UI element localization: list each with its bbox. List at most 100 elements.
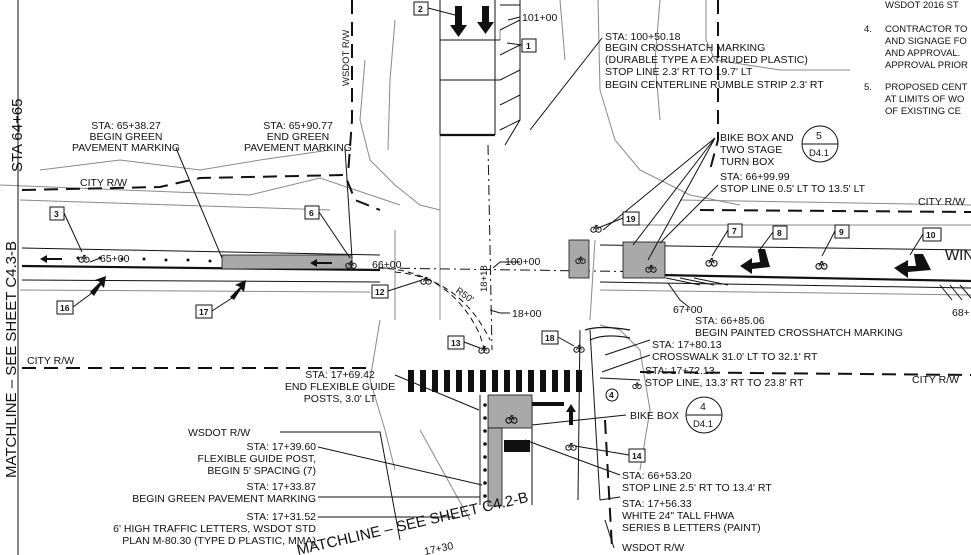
svg-text:9: 9 (839, 227, 844, 237)
detail-reference-bubble-icon: 5 D4.1 (801, 125, 839, 163)
matchline-left: MATCHLINE – SEE SHEET C4.3-B (3, 241, 20, 478)
svg-text:5: 5 (816, 130, 822, 142)
tag-3: 3 (49, 206, 83, 253)
svg-text:4: 4 (609, 390, 614, 400)
svg-text:4.: 4. (864, 24, 872, 35)
tag-8: 8 (757, 225, 788, 253)
svg-text:CITY R/W: CITY R/W (80, 177, 127, 189)
svg-text:D4.1: D4.1 (693, 419, 713, 430)
svg-text:4: 4 (700, 401, 706, 413)
callout-c13: STA: 17+31.52 6' HIGH TRAFFIC LETTERS, W… (113, 511, 316, 547)
lane-arrow-icon (40, 255, 62, 263)
bicycle-symbol-icon (590, 224, 602, 233)
svg-text:TURN BOX: TURN BOX (720, 156, 774, 168)
svg-text:10: 10 (926, 230, 936, 240)
leader-lines (89, 16, 719, 549)
svg-text:OF EXISTING CE: OF EXISTING CE (885, 106, 961, 117)
svg-text:BIKE BOX AND: BIKE BOX AND (720, 132, 794, 144)
lane-arrow-icon (740, 249, 770, 274)
svg-text:STA: 17+72.13: STA: 17+72.13 (645, 365, 715, 377)
callout-c1: STA: 100+50.18 BEGIN CROSSHATCH MARKING … (605, 31, 824, 91)
svg-text:BEGIN CROSSHATCH MARKING: BEGIN CROSSHATCH MARKING (605, 42, 765, 54)
svg-text:5.: 5. (864, 82, 872, 93)
tag-4: 4 (605, 388, 619, 402)
svg-text:AT LIMITS OF WO: AT LIMITS OF WO (885, 94, 964, 105)
tag-1: 1 (506, 38, 537, 53)
tag-17: 17 (195, 297, 233, 319)
svg-text:STOP LINE, 13.3' RT TO 23.8' R: STOP LINE, 13.3' RT TO 23.8' RT (645, 377, 804, 389)
lane-arrow-icon (477, 6, 494, 34)
svg-text:CONTRACTOR TO: CONTRACTOR TO (885, 24, 967, 35)
lane-arrow-icon (90, 276, 106, 296)
svg-text:BEGIN PAINTED CROSSHATCH MARKI: BEGIN PAINTED CROSSHATCH MARKING (695, 327, 903, 339)
svg-text:STOP LINE 2.3' RT TO 19.7' LT: STOP LINE 2.3' RT TO 19.7' LT (605, 66, 753, 78)
station-18-00: 18+00 (512, 308, 542, 320)
callout-c6: STA: 66+85.06 BEGIN PAINTED CROSSHATCH M… (695, 315, 903, 339)
svg-text:STOP LINE 0.5' LT TO 13.5' LT: STOP LINE 0.5' LT TO 13.5' LT (720, 183, 866, 195)
svg-text:STA: 66+85.06: STA: 66+85.06 (695, 315, 765, 327)
svg-text:STA: 17+69.42: STA: 17+69.42 (305, 369, 375, 381)
svg-text:APPROVAL PRIOR: APPROVAL PRIOR (885, 60, 968, 71)
svg-text:STA: 17+56.33: STA: 17+56.33 (622, 498, 692, 510)
callout-c5: STA: 66+99.99 STOP LINE 0.5' LT TO 13.5'… (720, 171, 866, 195)
tag-18: 18 (541, 330, 575, 347)
tag-6: 6 (304, 205, 351, 259)
svg-text:STA: 17+31.52: STA: 17+31.52 (246, 511, 316, 523)
svg-text:STA: 65+38.27: STA: 65+38.27 (91, 120, 161, 132)
svg-text:7: 7 (732, 226, 737, 236)
svg-text:CITY R/W: CITY R/W (918, 196, 965, 208)
svg-text:AND APPROVAL.: AND APPROVAL. (885, 48, 960, 59)
station-18-18: 18+18 (479, 265, 490, 292)
callout-c11: STA: 17+39.60 FLEXIBLE GUIDE POST, BEGIN… (198, 441, 317, 477)
svg-text:8: 8 (777, 228, 782, 238)
crosswalk (408, 370, 582, 406)
svg-text:AND SIGNAGE FO: AND SIGNAGE FO (885, 36, 967, 47)
svg-text:17: 17 (199, 307, 209, 317)
svg-text:PAVEMENT MARKING: PAVEMENT MARKING (72, 142, 180, 154)
callout-c14: STA: 66+53.20 STOP LINE 2.5' RT TO 13.4'… (622, 470, 772, 494)
svg-text:STA: 100+50.18: STA: 100+50.18 (605, 31, 681, 43)
svg-text:WIN: WIN (945, 247, 971, 264)
callout-c4: BIKE BOX AND TWO STAGE TURN BOX (720, 132, 794, 168)
callout-wsdot-rw: WSDOT R/W (188, 427, 250, 439)
tag-9: 9 (821, 224, 850, 257)
curb-return-r50 (377, 267, 631, 353)
station-68: 68+ (952, 307, 970, 319)
bicycle-symbol-icon (705, 258, 718, 267)
right-gore-markings (939, 284, 971, 301)
lane-arrow-icon (566, 404, 576, 425)
tag-14: 14 (574, 445, 646, 463)
svg-text:12: 12 (375, 287, 385, 297)
callout-wsdot-rw-bottom: WSDOT R/W (622, 542, 684, 554)
lane-arrow-icon (230, 280, 246, 300)
svg-text:3: 3 (54, 209, 59, 219)
svg-text:D4.1: D4.1 (809, 148, 829, 159)
svg-text:WSDOT R/W: WSDOT R/W (188, 427, 250, 439)
matchline-bottom: MATCHLINE – SEE SHEET C4.2-B (295, 489, 530, 555)
callout-c8: STA: 17+72.13 STOP LINE, 13.3' RT TO 23.… (645, 365, 804, 389)
svg-text:BEGIN 5' SPACING (7): BEGIN 5' SPACING (7) (207, 465, 316, 477)
tag-19: 19 (597, 211, 640, 229)
station-65-00: 65+00 (100, 253, 130, 265)
tag-16: 16 (56, 292, 93, 315)
svg-text:BEGIN GREEN PAVEMENT MARKING: BEGIN GREEN PAVEMENT MARKING (132, 493, 316, 505)
callout-c9: STA: 17+69.42 END FLEXIBLE GUIDE POSTS, … (285, 369, 395, 405)
bicycle-symbol-icon (815, 261, 828, 270)
svg-text:19: 19 (626, 214, 636, 224)
callout-c10: BIKE BOX (630, 410, 679, 422)
svg-text:STOP LINE 2.5' RT TO 13.4' RT: STOP LINE 2.5' RT TO 13.4' RT (622, 482, 772, 494)
svg-text:END GREEN: END GREEN (267, 131, 329, 143)
general-notes: WSDOT 2016 ST 4. CONTRACTOR TO AND SIGNA… (864, 0, 968, 117)
tag-2: 2 (413, 1, 456, 16)
lane-arrows (40, 6, 931, 425)
svg-text:14: 14 (632, 451, 642, 461)
tag-12: 12 (371, 279, 423, 299)
tag-7: 7 (711, 223, 743, 257)
svg-text:STA: 65+90.77: STA: 65+90.77 (263, 120, 333, 132)
crosshatch-67 (665, 277, 729, 286)
callout-c3: STA: 65+90.77 END GREEN PAVEMENT MARKING (244, 120, 352, 154)
svg-text:CITY R/W: CITY R/W (27, 355, 74, 367)
bicycle-symbol-icon (573, 344, 585, 353)
existing-linework (0, 0, 971, 521)
